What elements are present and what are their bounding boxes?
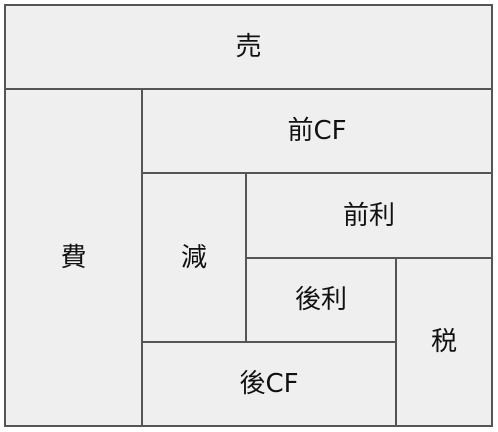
block-uri: 売 (4, 4, 493, 90)
block-zei: 税 (395, 257, 493, 427)
block-ato-ri-label: 後利 (294, 285, 347, 315)
block-mae-cf-label: 前CF (287, 116, 347, 146)
block-mae-cf: 前CF (141, 88, 493, 174)
block-ato-cf: 後CF (141, 341, 397, 427)
block-gen: 減 (141, 172, 247, 343)
block-hi-label: 費 (60, 242, 87, 273)
block-ato-ri: 後利 (245, 257, 397, 343)
block-mae-ri: 前利 (245, 172, 493, 259)
block-uri-label: 売 (235, 32, 262, 62)
block-hi: 費 (4, 88, 143, 427)
block-ato-cf-label: 後CF (239, 369, 299, 399)
block-zei-label: 税 (430, 327, 457, 357)
block-mae-ri-label: 前利 (342, 200, 395, 231)
block-gen-label: 減 (180, 242, 207, 273)
